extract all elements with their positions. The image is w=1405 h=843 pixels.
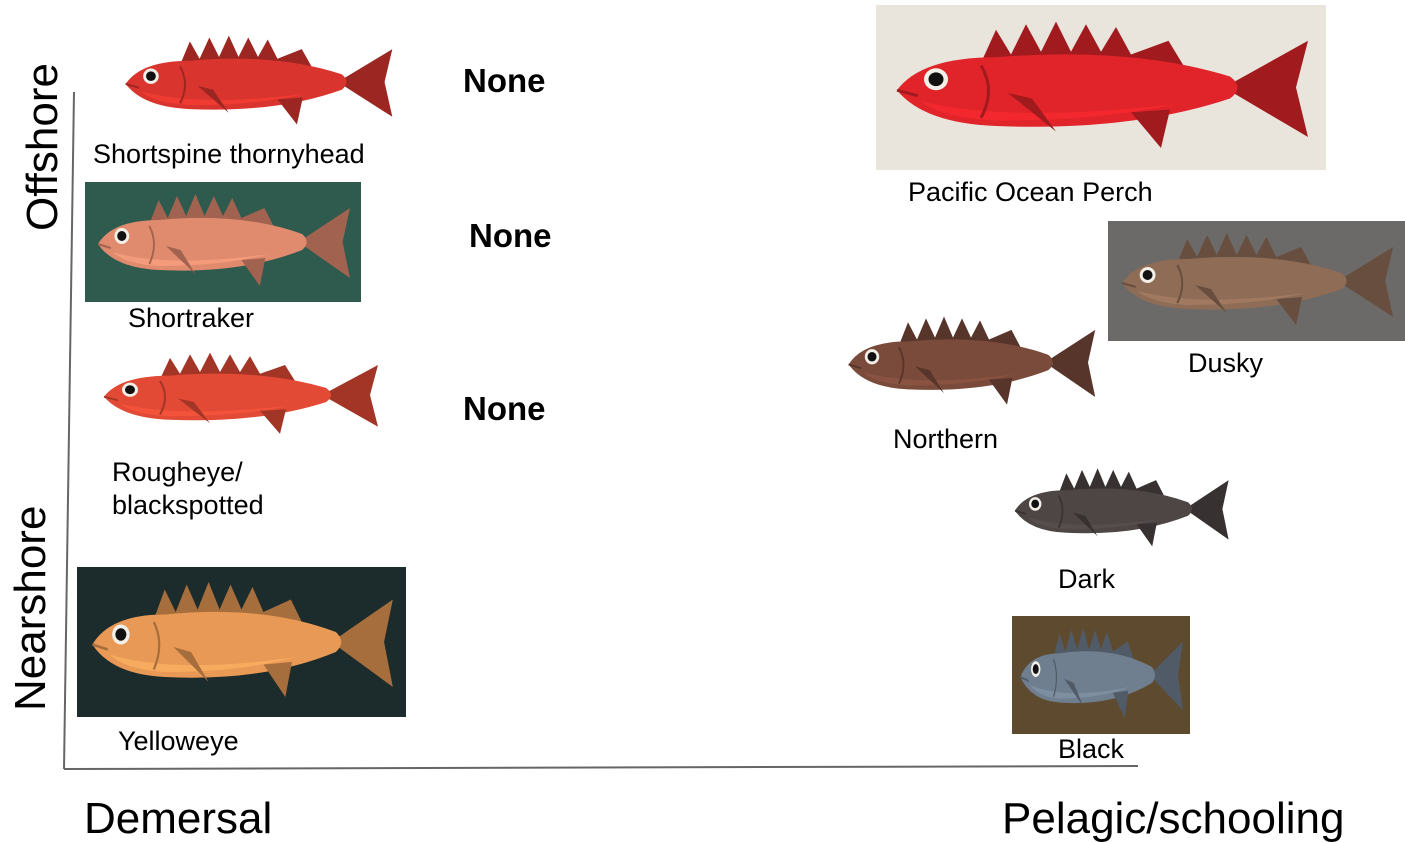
shortspine-thornyhead-photo — [112, 24, 404, 140]
shortraker-photo — [85, 182, 361, 302]
x-axis-left-label: Demersal — [84, 797, 272, 841]
species-label-shortspine-thornyhead: Shortspine thornyhead — [93, 138, 365, 171]
dark-photo — [1004, 458, 1238, 560]
species-label-black: Black — [1058, 733, 1124, 766]
yelloweye-photo — [77, 567, 406, 717]
fish-illustration — [77, 567, 406, 717]
species-label-northern: Northern — [893, 423, 998, 456]
species-label-dark: Dark — [1058, 563, 1115, 596]
fish-illustration — [1108, 221, 1405, 341]
fish-illustration — [85, 182, 361, 302]
none-label: None — [469, 217, 552, 255]
rougheye-photo — [90, 342, 390, 448]
none-label: None — [463, 62, 546, 100]
y-axis-bottom-label: Nearshore — [9, 521, 53, 711]
fish-illustration — [1012, 616, 1190, 734]
none-label: None — [463, 390, 546, 428]
fish-illustration — [90, 342, 390, 448]
species-label-yelloweye: Yelloweye — [118, 725, 239, 758]
pacific-ocean-perch-photo — [876, 5, 1326, 170]
x-axis-right-label: Pelagic/schooling — [1002, 797, 1344, 841]
species-label-shortraker: Shortraker — [128, 302, 254, 335]
dusky-photo — [1108, 221, 1405, 341]
black-photo — [1012, 616, 1190, 734]
fish-illustration — [876, 5, 1326, 170]
fish-illustration — [1004, 458, 1238, 560]
species-label-dusky: Dusky — [1188, 347, 1263, 380]
species-label-pacific-ocean-perch: Pacific Ocean Perch — [908, 176, 1153, 209]
northern-photo — [836, 305, 1106, 420]
fish-illustration — [836, 305, 1106, 420]
fish-illustration — [112, 24, 404, 140]
y-axis-top-label: Offshore — [21, 81, 65, 231]
species-label-rougheye-blackspotted: Rougheye/ blackspotted — [112, 456, 264, 522]
